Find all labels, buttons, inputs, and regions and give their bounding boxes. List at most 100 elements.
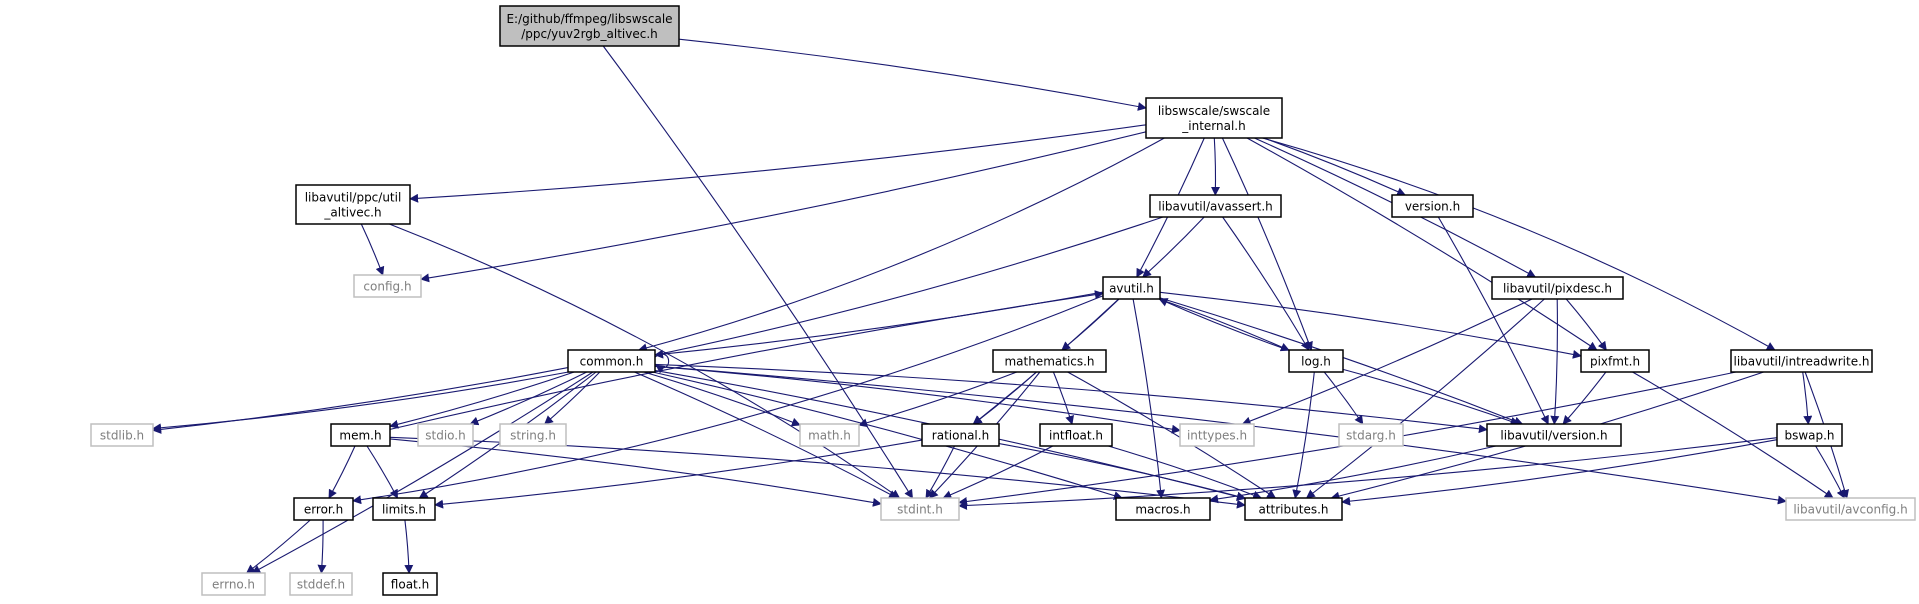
node-attributes[interactable]: attributes.h (1244, 497, 1343, 521)
dependency-edge (352, 295, 1104, 505)
node-float[interactable]: float.h (382, 572, 438, 596)
edge-swscale_internal-to-config (420, 131, 1147, 283)
node-rational[interactable]: rational.h (921, 423, 1000, 447)
node-box (1338, 423, 1404, 447)
edge-mem-to-avutil (389, 290, 1104, 430)
node-version[interactable]: version.h (1391, 194, 1474, 218)
node-label: libswscale/swscale (1158, 104, 1270, 118)
node-label: mem.h (339, 429, 381, 443)
edge-mem-to-attributes (389, 436, 1246, 509)
edge-util_altivec-to-stdint (389, 223, 901, 499)
node-util-altivec[interactable]: libavutil/ppc/util_altivec.h (295, 184, 411, 225)
edge-rational-to-limits (434, 439, 923, 509)
dependency-edge (544, 371, 601, 425)
edge-common-to-lavu_version (654, 363, 1488, 434)
node-limits[interactable]: limits.h (372, 497, 436, 521)
node-label: libavutil/intreadwrite.h (1733, 355, 1869, 369)
node-box (330, 423, 391, 447)
edge-common-to-math (643, 371, 801, 427)
node-log[interactable]: log.h (1288, 349, 1344, 373)
node-box (201, 572, 266, 596)
dependency-edge (654, 291, 1104, 359)
node-label: rational.h (932, 429, 989, 443)
dependency-edge (1159, 298, 1290, 352)
dependency-edge (654, 365, 1787, 505)
edge-common-to-avconfig (654, 365, 1787, 505)
node-label: pixfmt.h (1590, 355, 1640, 369)
node-avconfig: libavutil/avconfig.h (1785, 497, 1916, 521)
edge-pixdesc-to-pixfmt (1565, 298, 1607, 351)
node-inttypes: inttypes.h (1179, 423, 1255, 447)
node-box (1039, 423, 1113, 447)
node-pixdesc[interactable]: libavutil/pixdesc.h (1491, 276, 1624, 300)
node-box (1115, 497, 1211, 521)
node-box (1149, 194, 1282, 218)
node-box (293, 497, 354, 521)
dependency-edge (654, 363, 1488, 434)
dependency-edge (1263, 137, 1407, 196)
node-math: math.h (799, 423, 860, 447)
edge-common-to-common (654, 353, 670, 374)
node-stdlib: stdlib.h (90, 423, 154, 447)
edge-bswap-to-stdint (958, 437, 1778, 510)
node-common[interactable]: common.h (567, 349, 656, 373)
node-avassert[interactable]: libavutil/avassert.h (1149, 194, 1282, 218)
node-mem[interactable]: mem.h (330, 423, 391, 447)
dependency-edge (1802, 371, 1813, 425)
dependency-edge (1305, 298, 1545, 499)
dependency-edge (1565, 298, 1607, 351)
node-box (1580, 349, 1650, 373)
dependency-edge (1052, 371, 1074, 425)
node-box (417, 423, 474, 447)
node-stddef: stddef.h (289, 572, 353, 596)
node-swscale-internal[interactable]: libswscale/swscale_internal.h (1145, 97, 1283, 139)
node-intfloat[interactable]: intfloat.h (1039, 423, 1113, 447)
node-bswap[interactable]: bswap.h (1776, 423, 1843, 447)
edge-swscale_internal-to-intreadwrite (1262, 137, 1776, 351)
node-box (499, 423, 567, 447)
edge-log-to-lavu_version (1342, 368, 1520, 426)
node-label: mathematics.h (1004, 355, 1094, 369)
node-lavu-version[interactable]: libavutil/version.h (1486, 423, 1622, 447)
dependency-edge (366, 445, 398, 499)
node-box (1730, 349, 1873, 373)
edge-common-to-stdio (469, 371, 588, 426)
edge-common-to-stdint (634, 371, 898, 499)
node-config: config.h (353, 274, 422, 298)
edge-mem-to-stdint (389, 438, 882, 507)
edge-pixfmt-to-lavu_version (1562, 371, 1607, 425)
dependency-edge (389, 290, 1104, 430)
node-root[interactable]: E:/github/ffmpeg/libswscale/ppc/yuv2rgb_… (499, 5, 680, 47)
edge-intfloat-to-stdint (942, 445, 1054, 499)
dependency-edge (942, 445, 1054, 499)
node-label: libavutil/avassert.h (1158, 200, 1273, 214)
node-avutil[interactable]: avutil.h (1102, 276, 1161, 300)
node-box (353, 274, 422, 298)
node-error[interactable]: error.h (293, 497, 354, 521)
node-macros[interactable]: macros.h (1115, 497, 1211, 521)
dependency-edge (1159, 291, 1582, 359)
node-box (880, 497, 960, 521)
node-mathematics[interactable]: mathematics.h (992, 349, 1107, 373)
edge-version-to-lavu_version (1437, 216, 1549, 425)
dependency-edge (434, 439, 923, 509)
edge-bswap-to-attributes (1341, 439, 1778, 506)
edge-swscale_internal-to-log (1221, 137, 1313, 351)
node-pixfmt[interactable]: pixfmt.h (1580, 349, 1650, 373)
node-label: stddef.h (297, 578, 345, 592)
edge-mathematics-to-intfloat (1052, 371, 1074, 425)
node-label: stdint.h (897, 503, 943, 517)
dependency-edge (643, 371, 801, 427)
node-intreadwrite[interactable]: libavutil/intreadwrite.h (1730, 349, 1873, 373)
dependency-edge (1262, 137, 1776, 351)
node-label: macros.h (1135, 503, 1190, 517)
node-label: attributes.h (1258, 503, 1328, 517)
node-stdarg: stdarg.h (1338, 423, 1404, 447)
node-box (1145, 97, 1283, 139)
edge-log-to-avutil (1158, 298, 1290, 351)
node-box (1785, 497, 1916, 521)
dependency-edge (251, 371, 594, 574)
dependency-edge (389, 371, 575, 429)
edge-intfloat-to-attributes (1108, 445, 1263, 500)
